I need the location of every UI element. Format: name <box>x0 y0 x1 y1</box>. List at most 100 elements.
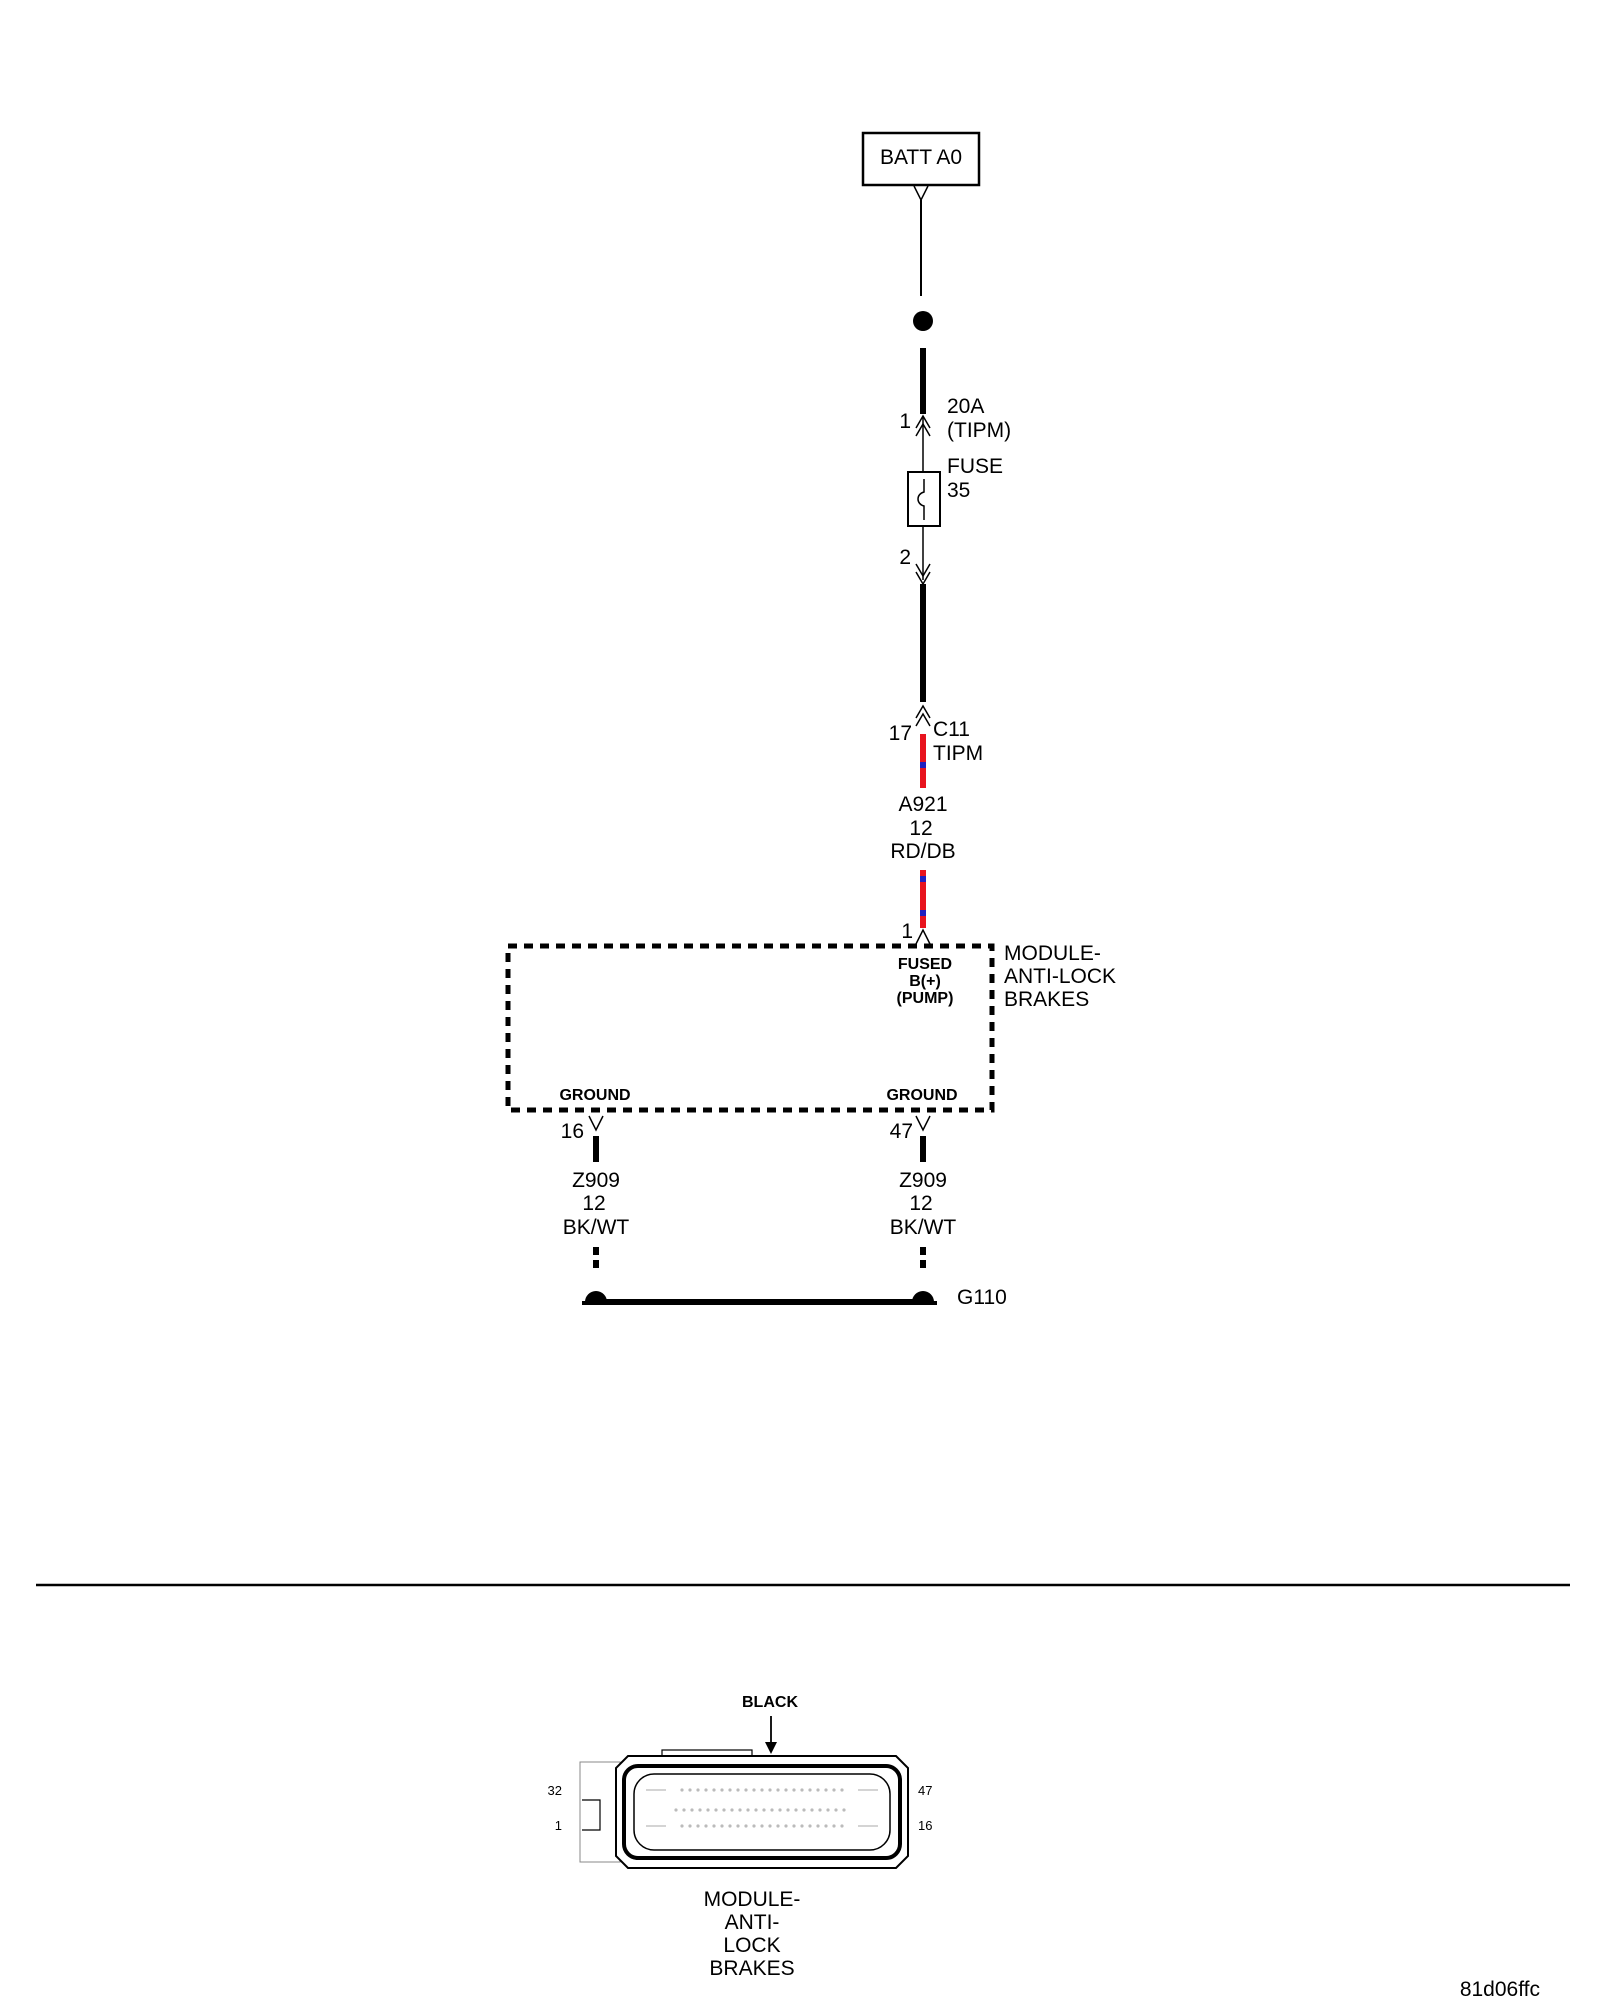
abs-connector-view: BLACK 32 1 47 16 MODULE- ANTI- LOCK BRAK… <box>548 1694 933 1980</box>
wire-a921-color: RD/DB <box>890 840 955 863</box>
connector-name-4: BRAKES <box>709 1957 794 1980</box>
wire-z909-left-color: BK/WT <box>563 1216 630 1239</box>
connector-pin-cavity <box>808 1824 812 1828</box>
connector-pin-cavity <box>832 1788 836 1792</box>
connector-pin-cavity <box>712 1788 716 1792</box>
ground-g110: G110 <box>582 1286 1007 1309</box>
connector-pin-cavity <box>786 1808 790 1812</box>
ground-label: G110 <box>957 1286 1007 1309</box>
module-pin1-arrow <box>915 928 931 945</box>
connector-pin-cavity <box>778 1808 782 1812</box>
connector-pin-cavity <box>714 1808 718 1812</box>
connector-name-3: LOCK <box>723 1934 780 1957</box>
connector-pin-cavity <box>840 1788 844 1792</box>
c11-arrow-bottom <box>915 712 931 727</box>
connector-pin-cavity <box>776 1788 780 1792</box>
module-ground-left-label: GROUND <box>559 1087 630 1104</box>
wire-z909-left-gauge: 12 <box>582 1192 605 1215</box>
fuse-35: 1 20A (TIPM) FUSE 35 2 <box>899 395 1011 586</box>
wire-z909-left: Z909 12 BK/WT <box>563 1136 630 1270</box>
connector-pin-cavity <box>768 1824 772 1828</box>
ground-pin16-arrow <box>588 1115 604 1132</box>
ground-pin-left: 16 <box>561 1120 584 1143</box>
fuse-pin-out: 2 <box>899 546 911 569</box>
connector-pin-bottom-right: 16 <box>918 1818 932 1833</box>
connector-pin-cavity <box>712 1824 716 1828</box>
connector-pin-cavity <box>722 1808 726 1812</box>
battery-box <box>861 131 981 187</box>
ground-pin47-arrow <box>915 1115 931 1132</box>
connector-pin-bottom-left: 1 <box>555 1818 562 1833</box>
fuse-pin-in: 1 <box>899 410 911 433</box>
connector-name-1: MODULE- <box>704 1888 801 1911</box>
connector-pointer-arrow <box>765 1742 777 1754</box>
connector-pin-cavity <box>690 1808 694 1812</box>
connector-pin-cavity <box>824 1824 828 1828</box>
connector-pin-cavity <box>818 1808 822 1812</box>
wire-z909-right-gauge: 12 <box>909 1192 932 1215</box>
connector-pin-cavity <box>696 1824 700 1828</box>
c11-arrow-top <box>915 704 931 719</box>
c11-name: C11 <box>933 718 970 741</box>
connector-pin-cavity <box>792 1824 796 1828</box>
wire-a921-gauge: 12 <box>909 817 932 840</box>
connector-pin-cavity <box>696 1788 700 1792</box>
connector-pin-cavity <box>706 1808 710 1812</box>
connector-pin-top-left: 32 <box>548 1783 562 1798</box>
connector-pin-cavity <box>770 1808 774 1812</box>
connector-pin-cavity <box>698 1808 702 1812</box>
connector-pin-cavity <box>744 1788 748 1792</box>
connector-pin-cavity <box>744 1824 748 1828</box>
module-title-1: MODULE- <box>1004 942 1101 965</box>
connector-pin-cavity <box>736 1788 740 1792</box>
connector-pin-cavity <box>760 1788 764 1792</box>
connector-pin-cavity <box>746 1808 750 1812</box>
fuse-number: 35 <box>947 479 970 502</box>
module-power-label-2: B(+) <box>909 973 941 990</box>
connector-pin-cavity <box>776 1824 780 1828</box>
connector-pin-cavity <box>800 1824 804 1828</box>
connector-pin-cavity <box>792 1788 796 1792</box>
connector-pin-cavity <box>720 1788 724 1792</box>
connector-pin-cavity <box>688 1788 692 1792</box>
connector-c11: 17 C11 TIPM <box>889 704 983 765</box>
connector-pin-cavity <box>832 1824 836 1828</box>
connector-pin-cavity <box>680 1788 684 1792</box>
module-power-label-3: (PUMP) <box>897 990 954 1007</box>
module-power-label-1: FUSED <box>898 956 952 973</box>
connector-pin-cavity <box>760 1824 764 1828</box>
connector-pin-cavity <box>762 1808 766 1812</box>
connector-pin-cavity <box>826 1808 830 1812</box>
connector-pin-cavity <box>794 1808 798 1812</box>
c11-pin: 17 <box>889 722 912 745</box>
connector-pin-cavity <box>802 1808 806 1812</box>
ground-eyelet-right <box>912 1291 934 1302</box>
abs-module: FUSED B(+) (PUMP) MODULE- ANTI-LOCK BRAK… <box>505 942 1116 1113</box>
connector-pin-cavity <box>816 1788 820 1792</box>
module-title-3: BRAKES <box>1004 988 1089 1011</box>
connector-pin-cavity <box>738 1808 742 1812</box>
connector-pin-cavity <box>720 1824 724 1828</box>
connector-pin-cavity <box>810 1808 814 1812</box>
connector-pin-cavity <box>784 1824 788 1828</box>
fuse-location: (TIPM) <box>947 419 1011 442</box>
connector-pin-cavity <box>800 1788 804 1792</box>
connector-pin-cavity <box>728 1824 732 1828</box>
wire-z909-right: Z909 12 BK/WT <box>890 1136 957 1270</box>
connector-shroud-inner <box>633 1773 891 1851</box>
module-pin-power: 1 <box>901 920 913 943</box>
splice-dot <box>913 311 933 331</box>
connector-pin-cavity <box>728 1788 732 1792</box>
connector-pin-cavity <box>730 1808 734 1812</box>
connector-pin-cavity <box>784 1788 788 1792</box>
connector-pin-cavity <box>808 1788 812 1792</box>
wire-a921-circuit: A921 <box>898 793 947 816</box>
ground-pin-right: 47 <box>890 1120 913 1143</box>
connector-color-label: BLACK <box>742 1694 798 1711</box>
connector-pin-cavity <box>824 1788 828 1792</box>
connector-pin-cavity <box>688 1824 692 1828</box>
connector-pin-cavity <box>754 1808 758 1812</box>
connector-name-2: ANTI- <box>725 1911 780 1934</box>
wire-z909-right-color: BK/WT <box>890 1216 957 1239</box>
